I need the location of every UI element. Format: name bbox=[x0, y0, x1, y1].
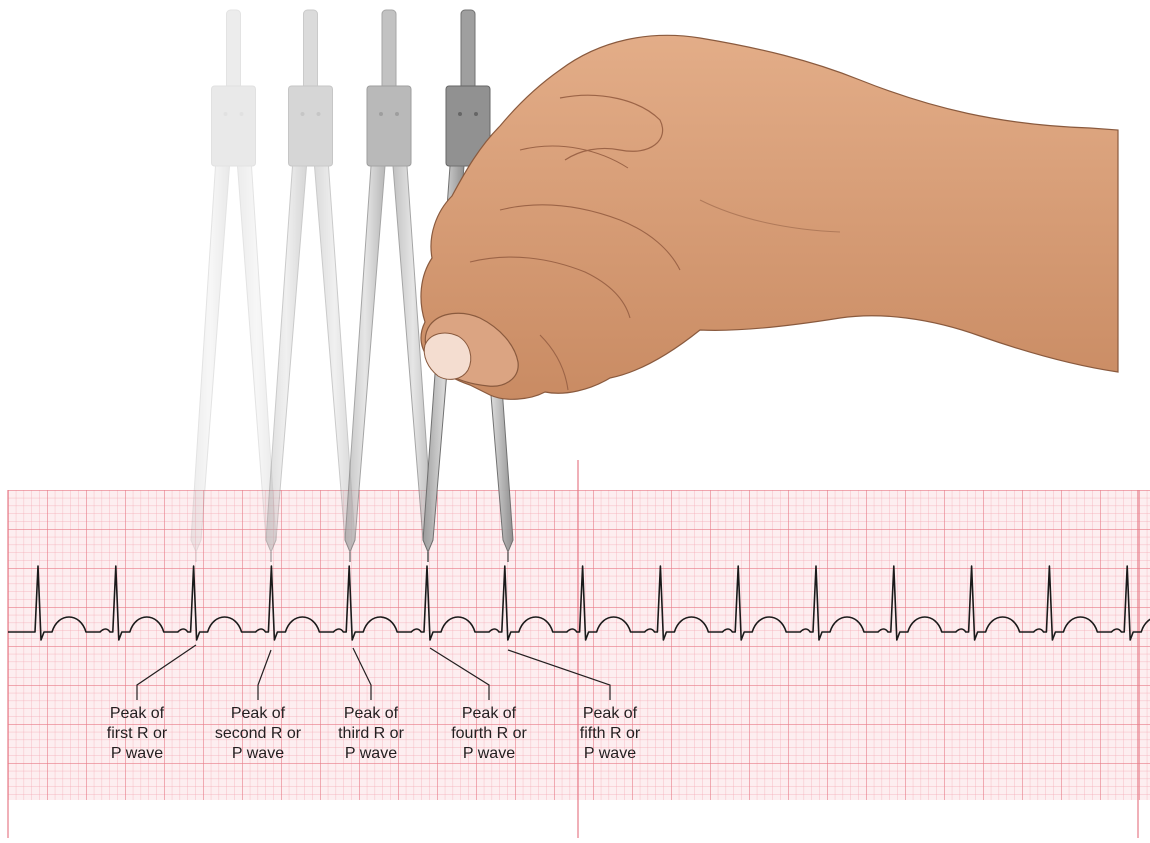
label-line: P wave bbox=[306, 744, 436, 764]
label-line: Peak of bbox=[193, 704, 323, 724]
label-line: P wave bbox=[545, 744, 675, 764]
label-fourth-peak: Peak of fourth R or P wave bbox=[424, 704, 554, 764]
label-line: second R or bbox=[193, 724, 323, 744]
label-third-peak: Peak of third R or P wave bbox=[306, 704, 436, 764]
caliper-icon bbox=[191, 10, 276, 562]
label-line: Peak of bbox=[72, 704, 202, 724]
label-line: P wave bbox=[193, 744, 323, 764]
label-line: fifth R or bbox=[545, 724, 675, 744]
caliper-icon bbox=[345, 10, 433, 562]
label-line: third R or bbox=[306, 724, 436, 744]
label-line: Peak of bbox=[424, 704, 554, 724]
label-line: Peak of bbox=[545, 704, 675, 724]
label-fifth-peak: Peak of fifth R or P wave bbox=[545, 704, 675, 764]
label-line: P wave bbox=[424, 744, 554, 764]
label-first-peak: Peak of first R or P wave bbox=[72, 704, 202, 764]
hand-icon bbox=[421, 35, 1118, 399]
label-line: Peak of bbox=[306, 704, 436, 724]
ecg-paper bbox=[8, 460, 1150, 838]
caliper-icon bbox=[266, 10, 355, 562]
label-second-peak: Peak of second R or P wave bbox=[193, 704, 323, 764]
label-line: first R or bbox=[72, 724, 202, 744]
label-line: P wave bbox=[72, 744, 202, 764]
label-line: fourth R or bbox=[424, 724, 554, 744]
